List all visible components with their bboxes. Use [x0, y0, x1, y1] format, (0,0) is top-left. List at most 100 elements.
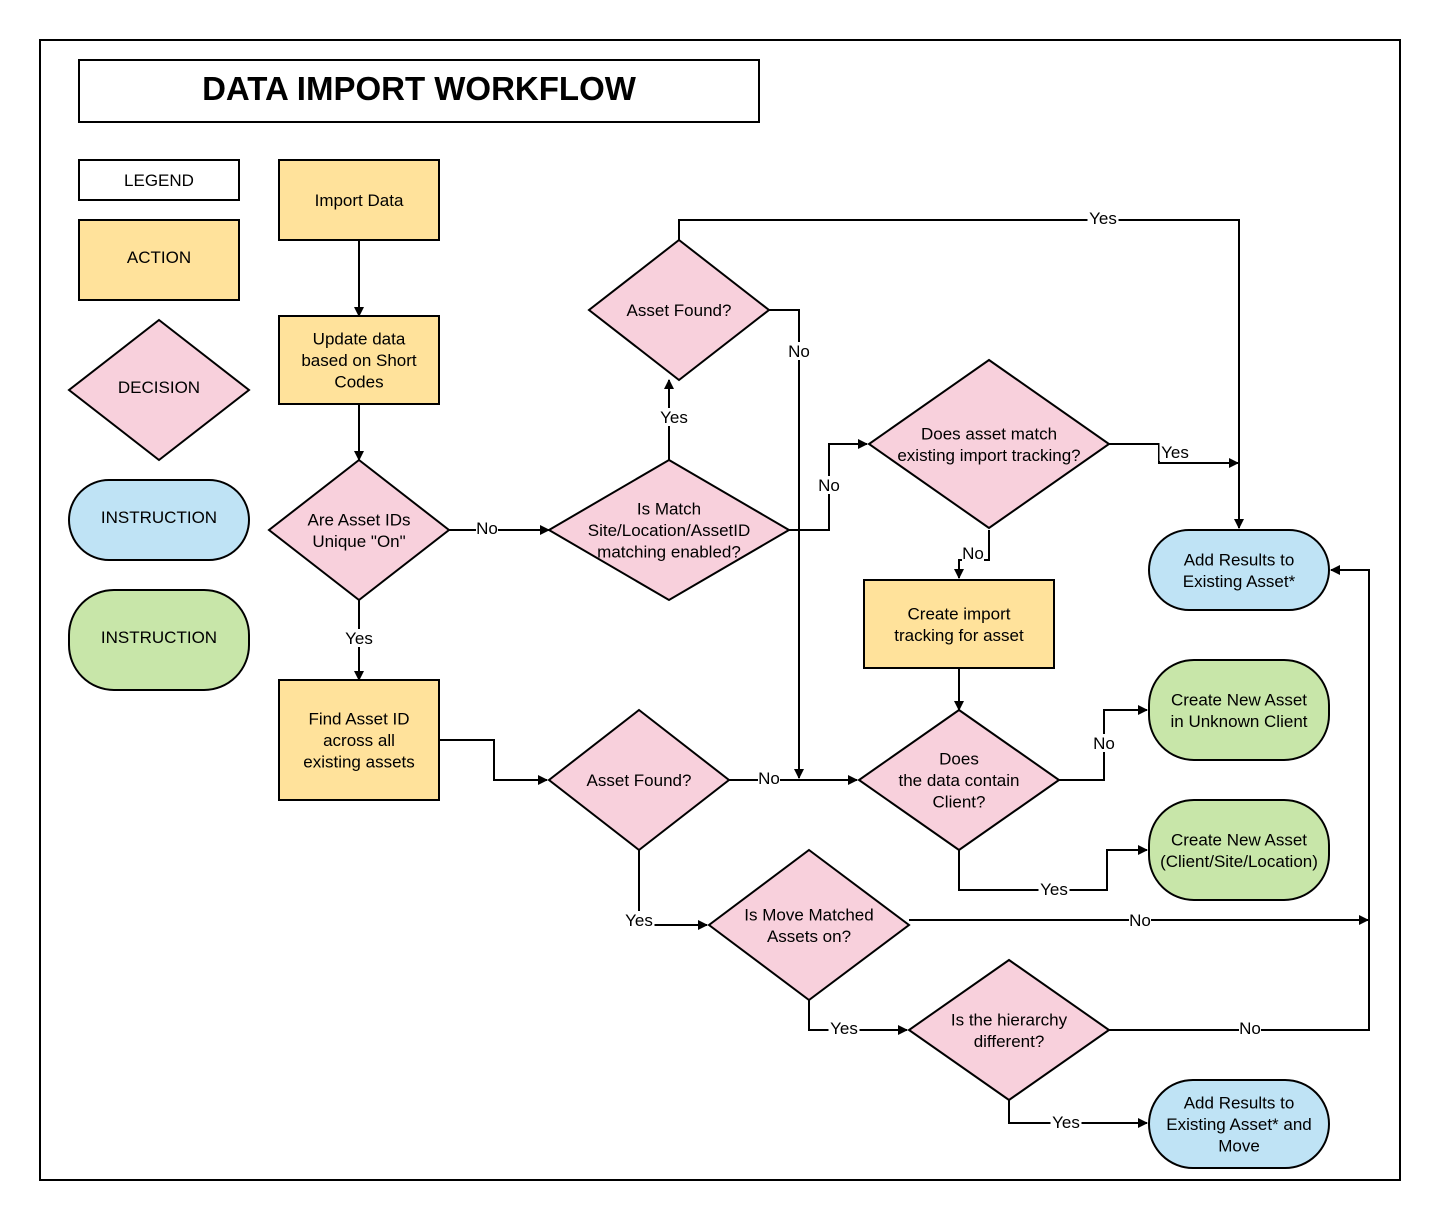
- edge-label-text: No: [962, 544, 984, 563]
- label-yes-top: Yes: [1087, 209, 1119, 228]
- node-text-line: Find Asset ID: [308, 710, 409, 729]
- node-add-results-move: [1148, 1079, 1330, 1169]
- edge-move-yes: [808, 1000, 908, 1035]
- edge-label-text: No: [1129, 911, 1151, 930]
- node-match-enabled: [547, 458, 791, 602]
- label-no-asset-found-bottom: No: [758, 769, 780, 788]
- edge-label-text: Yes: [1089, 209, 1117, 228]
- edge-label-background: [1129, 911, 1151, 929]
- edge-label-text: Yes: [660, 408, 688, 427]
- edge-asset-found-top-yes: [678, 219, 1244, 529]
- edge-label-background: [623, 911, 655, 929]
- node-text-line: existing assets: [303, 753, 415, 772]
- edge-label-background: [758, 769, 780, 787]
- edge-label-text: No: [758, 769, 780, 788]
- legend-instruction-green-shape: [68, 589, 250, 691]
- label-yes-match-enabled: Yes: [658, 408, 690, 427]
- edge-label-text: Yes: [1052, 1113, 1080, 1132]
- node-import-data-text: Import Data: [315, 191, 404, 210]
- diagram-frame: [39, 39, 1401, 1181]
- label-no-unique: No: [476, 519, 498, 538]
- edge-label-text: Yes: [1161, 443, 1189, 462]
- edge-label-background: [1159, 443, 1191, 461]
- edge-asset-found-top-no: [769, 309, 804, 779]
- edge-find-to-found: [439, 739, 548, 785]
- label-yes-asset-found-bottom: Yes: [623, 911, 655, 930]
- node-find-asset-text: Find Asset ID across all existing assets: [303, 710, 415, 772]
- label-no-match-enabled: No: [818, 476, 840, 495]
- edge-label-background: [1050, 1113, 1082, 1131]
- node-text-line: the data contain: [899, 771, 1020, 790]
- node-text-line: Client?: [933, 793, 986, 812]
- edge-label-text: No: [818, 476, 840, 495]
- edge-label-background: [1093, 734, 1115, 752]
- legend: LEGEND ACTION DECISION INSTRUCTION INSTR…: [67, 159, 251, 691]
- node-text-line: Is Match: [637, 500, 701, 519]
- label-yes-move-matched: Yes: [828, 1019, 860, 1038]
- node-import-data: [278, 159, 440, 241]
- legend-decision-label: DECISION: [118, 378, 200, 397]
- edge-label-background: [1038, 880, 1070, 898]
- legend-instruction-blue-label: INSTRUCTION: [101, 508, 217, 527]
- node-text-line: Does asset match: [921, 424, 1057, 443]
- edge-hierarchy-yes: [1008, 1100, 1148, 1128]
- node-text-line: across all: [323, 731, 395, 750]
- label-yes-unique: Yes: [343, 629, 375, 648]
- label-yes-tracking: Yes: [1159, 443, 1191, 462]
- node-text-line: tracking for asset: [894, 626, 1024, 645]
- edge-label-text: No: [1239, 1019, 1261, 1038]
- node-text-line: Existing Asset* and: [1166, 1115, 1312, 1134]
- edge-label-background: [788, 342, 810, 360]
- node-text-line: Move: [1218, 1137, 1260, 1156]
- node-unique-on: [267, 458, 451, 602]
- edge-label-text: No: [788, 342, 810, 361]
- legend-action-box: [78, 219, 240, 301]
- node-new-asset-client-text: Create New Asset (Client/Site/Location): [1160, 830, 1318, 871]
- node-text-line: matching enabled?: [597, 543, 741, 562]
- legend-action-label: ACTION: [127, 248, 191, 267]
- edge-label-text: Yes: [625, 911, 653, 930]
- legend-instruction-blue-shape: [68, 479, 250, 561]
- node-text-line: Site/Location/AssetID: [588, 521, 751, 540]
- edge-label-background: [476, 519, 498, 537]
- node-text-line: in Unknown Client: [1170, 712, 1307, 731]
- node-text-line: (Client/Site/Location): [1160, 852, 1318, 871]
- node-text-line: Create New Asset: [1171, 830, 1307, 849]
- node-hierarchy-diff-text: Is the hierarchy different?: [951, 1010, 1068, 1051]
- node-import-tracking-match: [867, 358, 1111, 530]
- node-text-line: Create import: [908, 604, 1011, 623]
- edge-labels: Yes No Yes No Yes No No Yes No No Yes Ye…: [343, 209, 1261, 1132]
- node-text-line: Unique "On": [312, 532, 405, 551]
- legend-heading-box: [78, 159, 240, 201]
- node-contain-client: [857, 708, 1061, 852]
- edge-tracking-yes: [1109, 443, 1239, 468]
- legend-heading: LEGEND: [124, 171, 194, 190]
- node-text-line: different?: [974, 1032, 1045, 1051]
- node-text-line: Are Asset IDs: [308, 510, 411, 529]
- node-text-line: Asset Found?: [587, 771, 692, 790]
- edge-label-background: [818, 476, 840, 494]
- node-text-line: Update data: [313, 330, 406, 349]
- edge-label-background: [828, 1019, 860, 1037]
- edge-label-text: Yes: [830, 1019, 858, 1038]
- node-text-line: Add Results to: [1184, 550, 1295, 569]
- title-box: [78, 59, 760, 123]
- label-no-hierarchy: No: [1239, 1019, 1261, 1038]
- edge-label-background: [1087, 209, 1119, 227]
- node-text-line: Is the hierarchy: [951, 1010, 1068, 1029]
- edge-label-text: Yes: [1040, 880, 1068, 899]
- label-no-contain-client: No: [1093, 734, 1115, 753]
- label-no-move-matched: No: [1129, 911, 1151, 930]
- node-add-results: [1148, 529, 1330, 611]
- node-new-asset-client: [1148, 799, 1330, 901]
- label-yes-contain-client: Yes: [1038, 880, 1070, 899]
